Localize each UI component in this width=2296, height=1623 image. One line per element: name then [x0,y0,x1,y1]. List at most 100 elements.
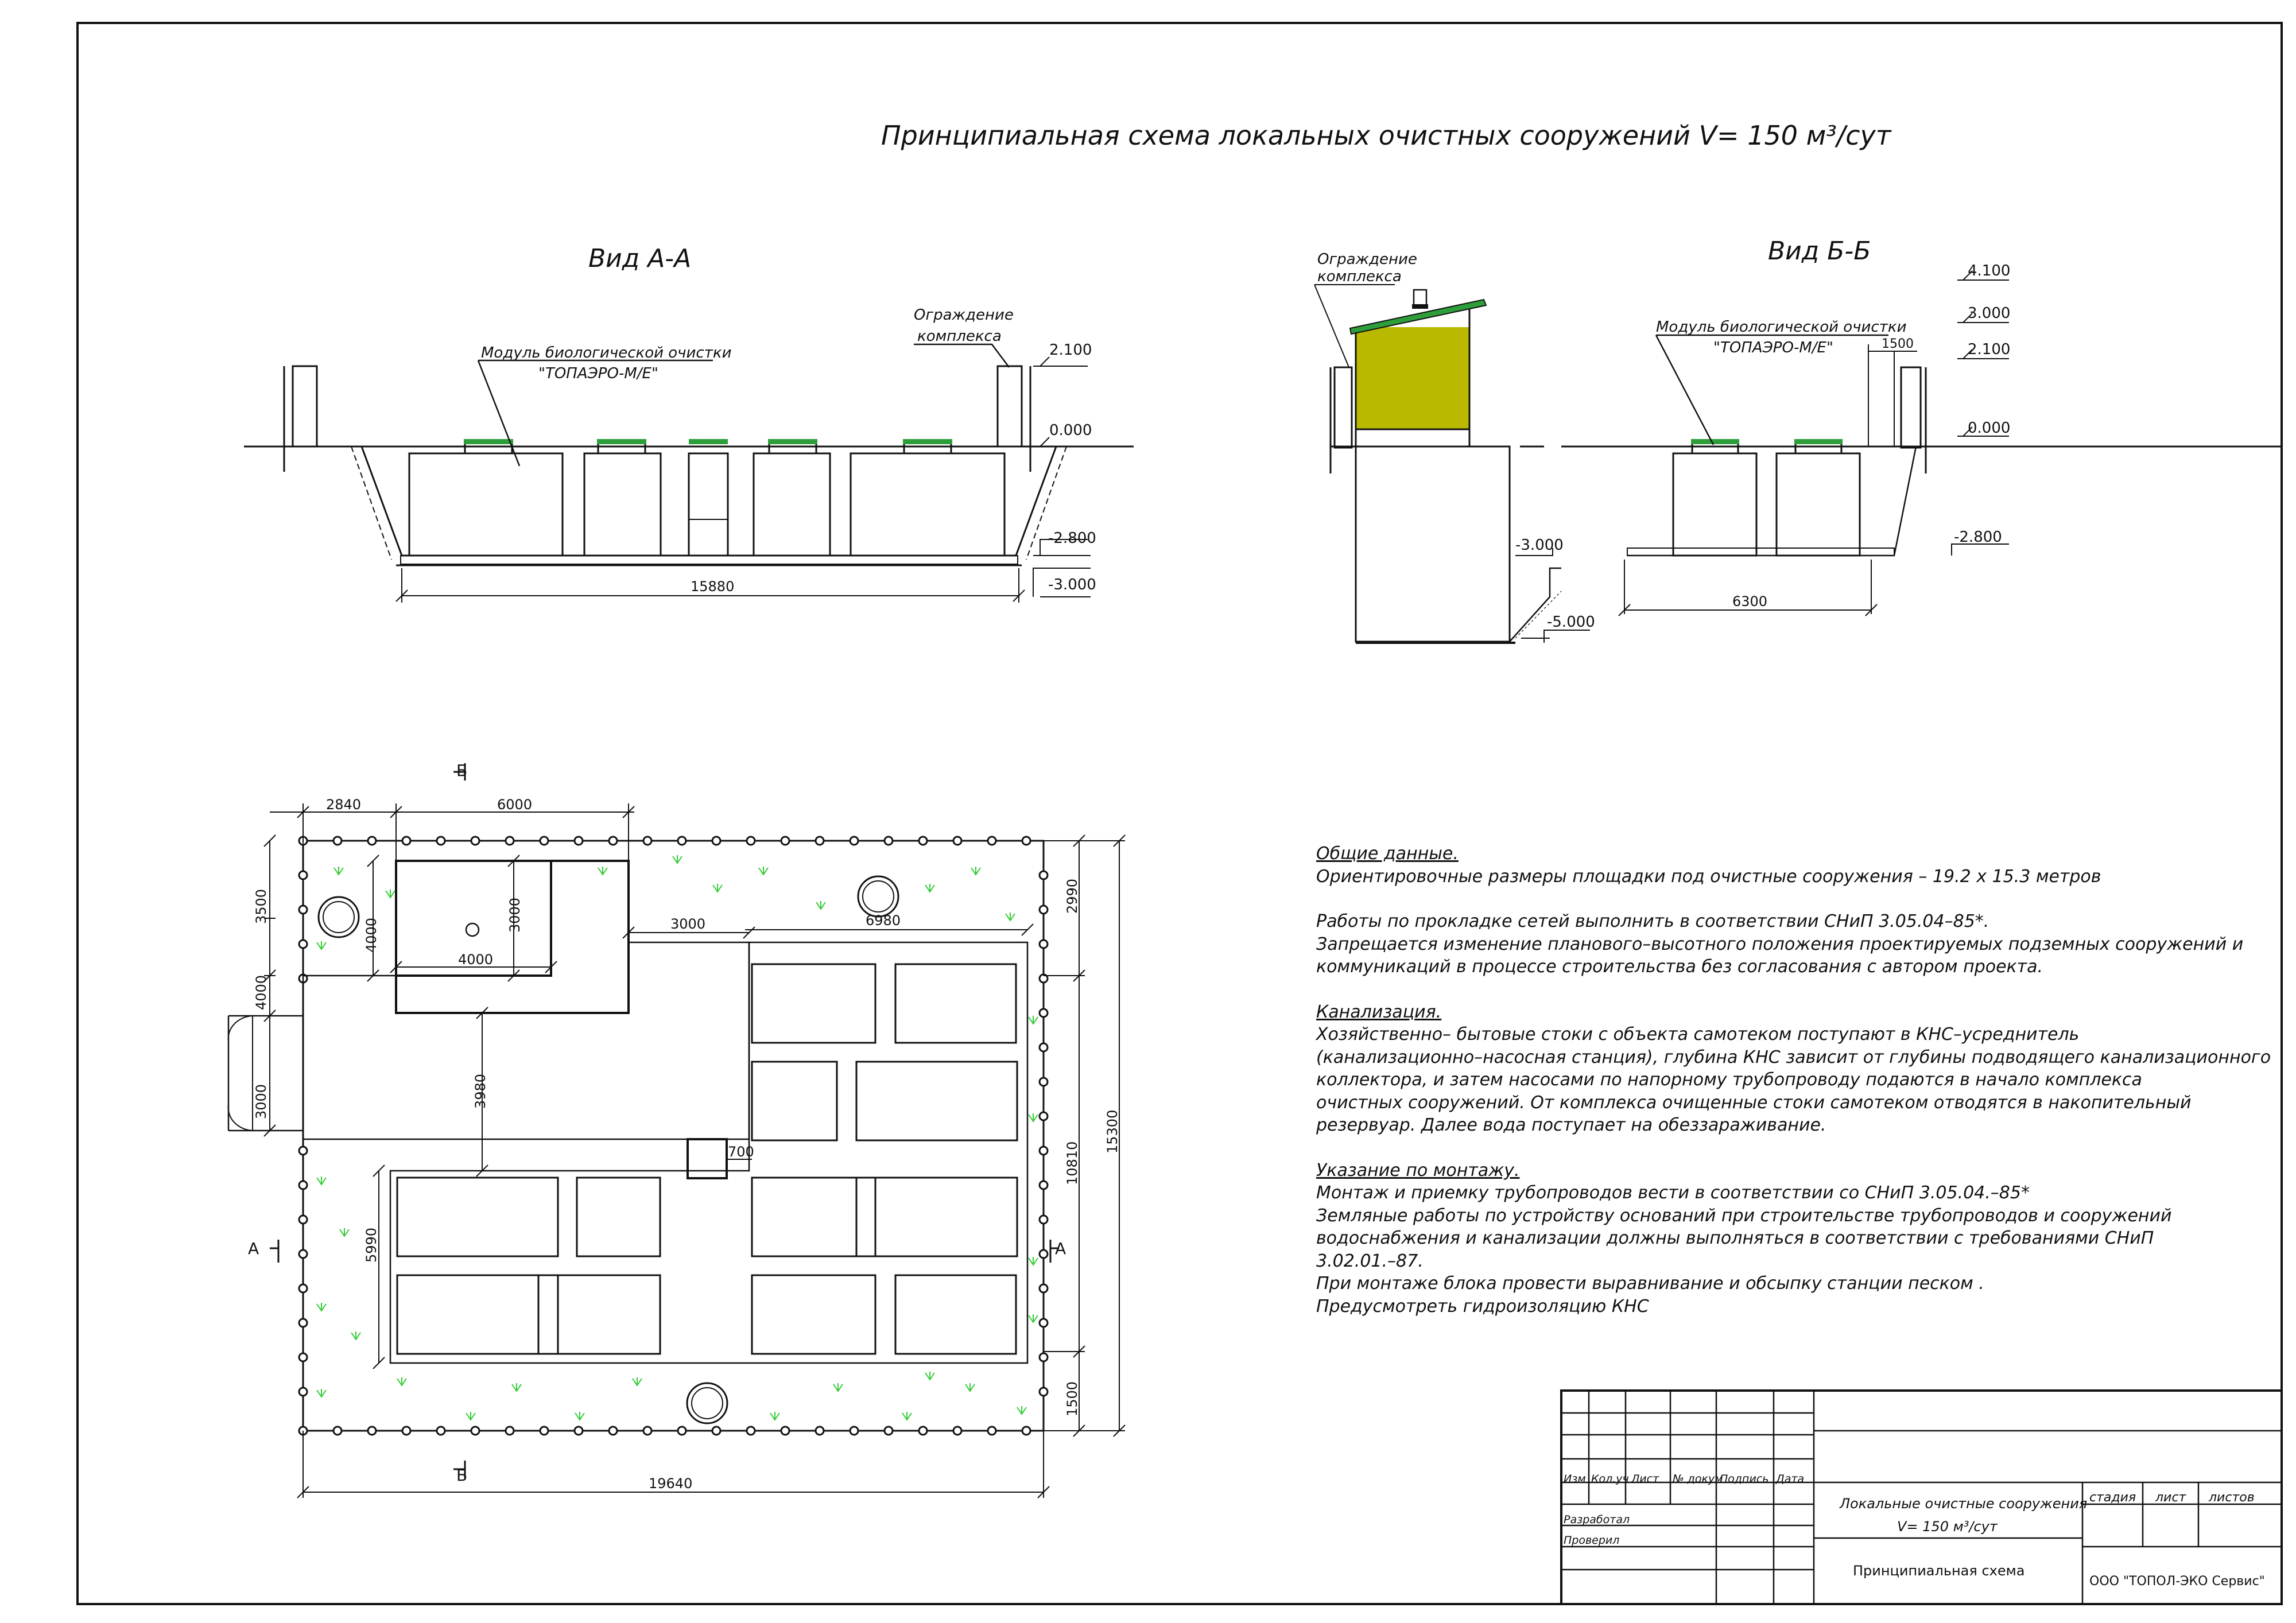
fence-post [367,1426,377,1436]
grass-mark [1028,1257,1038,1266]
fence-post [1038,1214,1049,1225]
fence-post [539,1426,549,1436]
section-a-left: А [248,1239,259,1258]
stamp-kol: Кол.уч [1591,1473,1629,1485]
tree-well [857,875,899,918]
stamp-stage: стадия [2089,1490,2136,1505]
grass-mark [758,867,769,876]
section-a-right: А [1055,1239,1066,1258]
stamp-sheets: листов [2208,1490,2255,1505]
module-block [1775,452,1861,557]
grass-mark [712,884,723,893]
fence-post [883,836,894,846]
vent-pipe [1413,289,1428,307]
aa-level-m3000: -3.000 [1048,576,1096,593]
grass-mark [1028,1016,1038,1025]
fence-post [401,1426,412,1436]
dim-3000-gate: 3000 [253,1084,269,1119]
site-plan: Б Б А А [227,761,1126,1498]
dim-2990: 2990 [1064,879,1080,914]
fence-post [1038,939,1049,949]
fence-post [332,836,343,846]
grass-mark [1017,1406,1027,1415]
fence-post [1021,836,1031,846]
lawn-marks [316,855,1038,1421]
stamp-project-2: V= 150 м³/сут [1897,1519,1998,1535]
module-block [1672,452,1758,557]
fence-post [883,1426,894,1436]
bb-module-name: "ТОПАЭРО-М/Е" [1713,339,1833,356]
fence-post [746,1426,756,1436]
fence-post [1038,1180,1049,1190]
bb-level-3000: 3.000 [1968,305,2010,322]
fence-post [1038,1249,1049,1259]
fence-post [711,836,722,846]
dim-3980: 3980 [472,1074,488,1109]
fence-post [987,836,997,846]
fence-right [996,365,1023,448]
fence-post [608,1426,618,1436]
tree-well [686,1382,728,1424]
module-lid [1691,439,1739,444]
dim-3000-vert: 3000 [507,898,523,933]
fence-post [298,904,308,915]
bb-level-4100: 4.100 [1968,262,2010,279]
aa-module-name: "ТОПАЭРО-М/Е" [538,365,658,382]
module-block [583,452,662,557]
notes-line: резервуар. Далее вода поступает на обезз… [1316,1115,1826,1135]
dim-2840: 2840 [326,797,361,813]
grass-mark [925,1372,935,1381]
grass-mark [816,901,826,910]
notes-line: водоснабжения и канализации должны выпол… [1316,1228,2154,1248]
excavation-outline [360,446,1057,557]
general-notes: Общие данные. Ориентировочные размеры пл… [1316,842,2271,1318]
dim-4000-gate: 4000 [253,975,269,1010]
notes-line: Монтаж и приемку трубопроводов вести в с… [1316,1183,2030,1203]
dim-6000: 6000 [497,797,532,813]
fence-post [470,1426,480,1436]
fence-post [298,870,308,880]
bb-dim-1500: 1500 [1882,337,1914,351]
notes-line: Земляные работы по устройству оснований … [1316,1205,2172,1226]
stamp-checker: Проверил [1564,1534,1619,1547]
fence-right [1900,366,1922,449]
module-plan [396,1274,559,1355]
notes-general-heading: Общие данные. [1316,844,1459,864]
stamp-company: ООО "ТОПОЛ-ЭКО Сервис" [2089,1574,2265,1589]
fence-post [1038,870,1049,880]
plan-modules [396,963,1018,1355]
stamp-date: Дата [1775,1473,1804,1485]
grass-mark [316,1389,327,1398]
fence-post [436,1426,446,1436]
pump-station [688,452,729,557]
notes-line: При монтаже блока провести выравнивание … [1316,1273,1984,1294]
notes-line: Хозяйственно– бытовые стоки с объекта са… [1316,1024,2080,1045]
notes-line: Предусмотреть гидроизоляцию КНС [1316,1296,1649,1317]
module-block [408,452,564,557]
fence-left [292,365,318,448]
dim-15300: 15300 [1104,1110,1120,1154]
fence-post [470,836,480,846]
fence-post [849,836,859,846]
module-lid [1794,439,1843,444]
fence-post [987,1426,997,1436]
module-plan [894,963,1017,1044]
dim-1500: 1500 [1064,1381,1080,1416]
fence-post [642,836,653,846]
grass-mark [833,1383,843,1392]
module-plan [751,1274,876,1355]
fence-post [298,1352,308,1362]
bb-dim-6300: 6300 [1732,593,1767,609]
stamp-project-1: Локальные очистные сооружения [1839,1496,2087,1512]
pump-station-plan [687,1138,728,1179]
fence-post [298,1387,308,1397]
fence-post [952,836,963,846]
aa-level-0000: 0.000 [1049,422,1092,439]
grass-mark [965,1383,975,1392]
module-lid [597,439,646,444]
fence-post [332,1426,343,1436]
grass-mark [511,1383,522,1392]
drawing-title: Принципиальная схема локальных очистных … [881,120,1892,151]
stamp-list: Лист [1631,1473,1659,1485]
